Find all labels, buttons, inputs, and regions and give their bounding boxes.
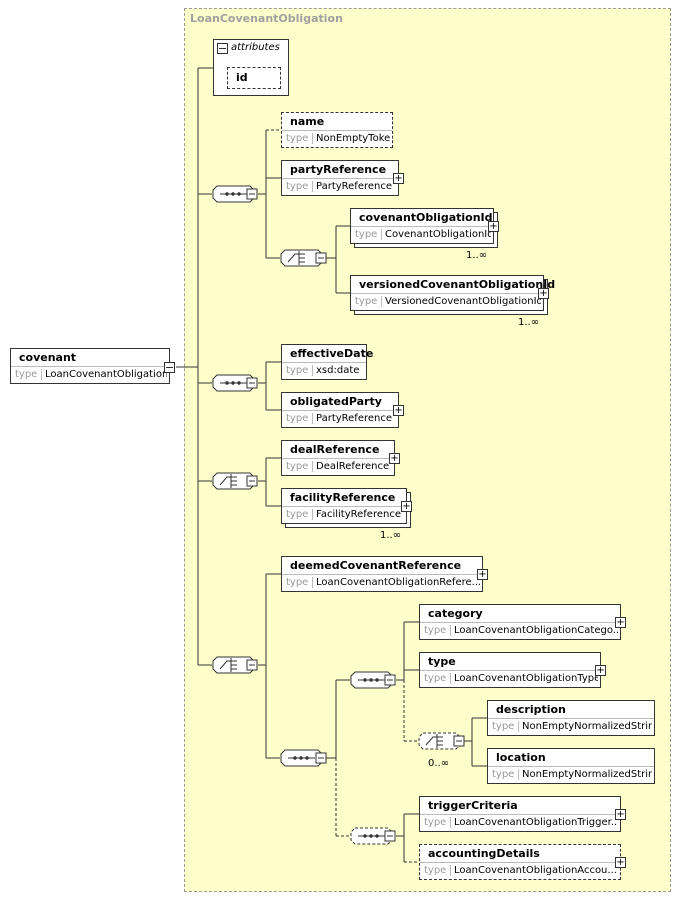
choice-compositor xyxy=(212,472,258,490)
expand-icon[interactable]: + xyxy=(615,809,626,820)
occurs-label: 1..∞ xyxy=(380,530,402,541)
choice-compositor-optional xyxy=(418,732,465,750)
expand-icon[interactable]: + xyxy=(595,665,606,676)
expand-icon[interactable]: + xyxy=(393,173,404,184)
choice-compositor xyxy=(280,249,327,267)
attributes-box: attributes id xyxy=(213,39,289,96)
expand-icon[interactable]: + xyxy=(389,453,400,464)
sequence-compositor xyxy=(280,749,327,767)
sequence-compositor xyxy=(350,671,396,689)
expand-icon[interactable]: + xyxy=(477,569,488,580)
expand-icon[interactable]: + xyxy=(538,288,549,299)
expand-icon[interactable]: + xyxy=(393,405,404,416)
sequence-compositor-optional xyxy=(350,827,396,845)
expand-icon[interactable]: + xyxy=(615,857,626,868)
collapse-icon[interactable] xyxy=(164,362,175,373)
choice-compositor xyxy=(212,656,258,674)
sequence-compositor xyxy=(212,374,258,392)
occurs-label: 1..∞ xyxy=(518,317,540,328)
occurs-label: 1..∞ xyxy=(466,250,488,261)
attributes-label: attributes xyxy=(231,42,280,53)
expand-icon[interactable]: + xyxy=(615,617,626,628)
sequence-compositor xyxy=(212,185,258,203)
group-title: LoanCovenantObligation xyxy=(190,12,343,25)
collapse-icon[interactable] xyxy=(217,43,228,54)
occurs-label: 0..∞ xyxy=(428,758,450,769)
expand-icon[interactable]: + xyxy=(488,221,499,232)
expand-icon[interactable]: + xyxy=(401,501,412,512)
attribute-id: id xyxy=(227,67,281,89)
